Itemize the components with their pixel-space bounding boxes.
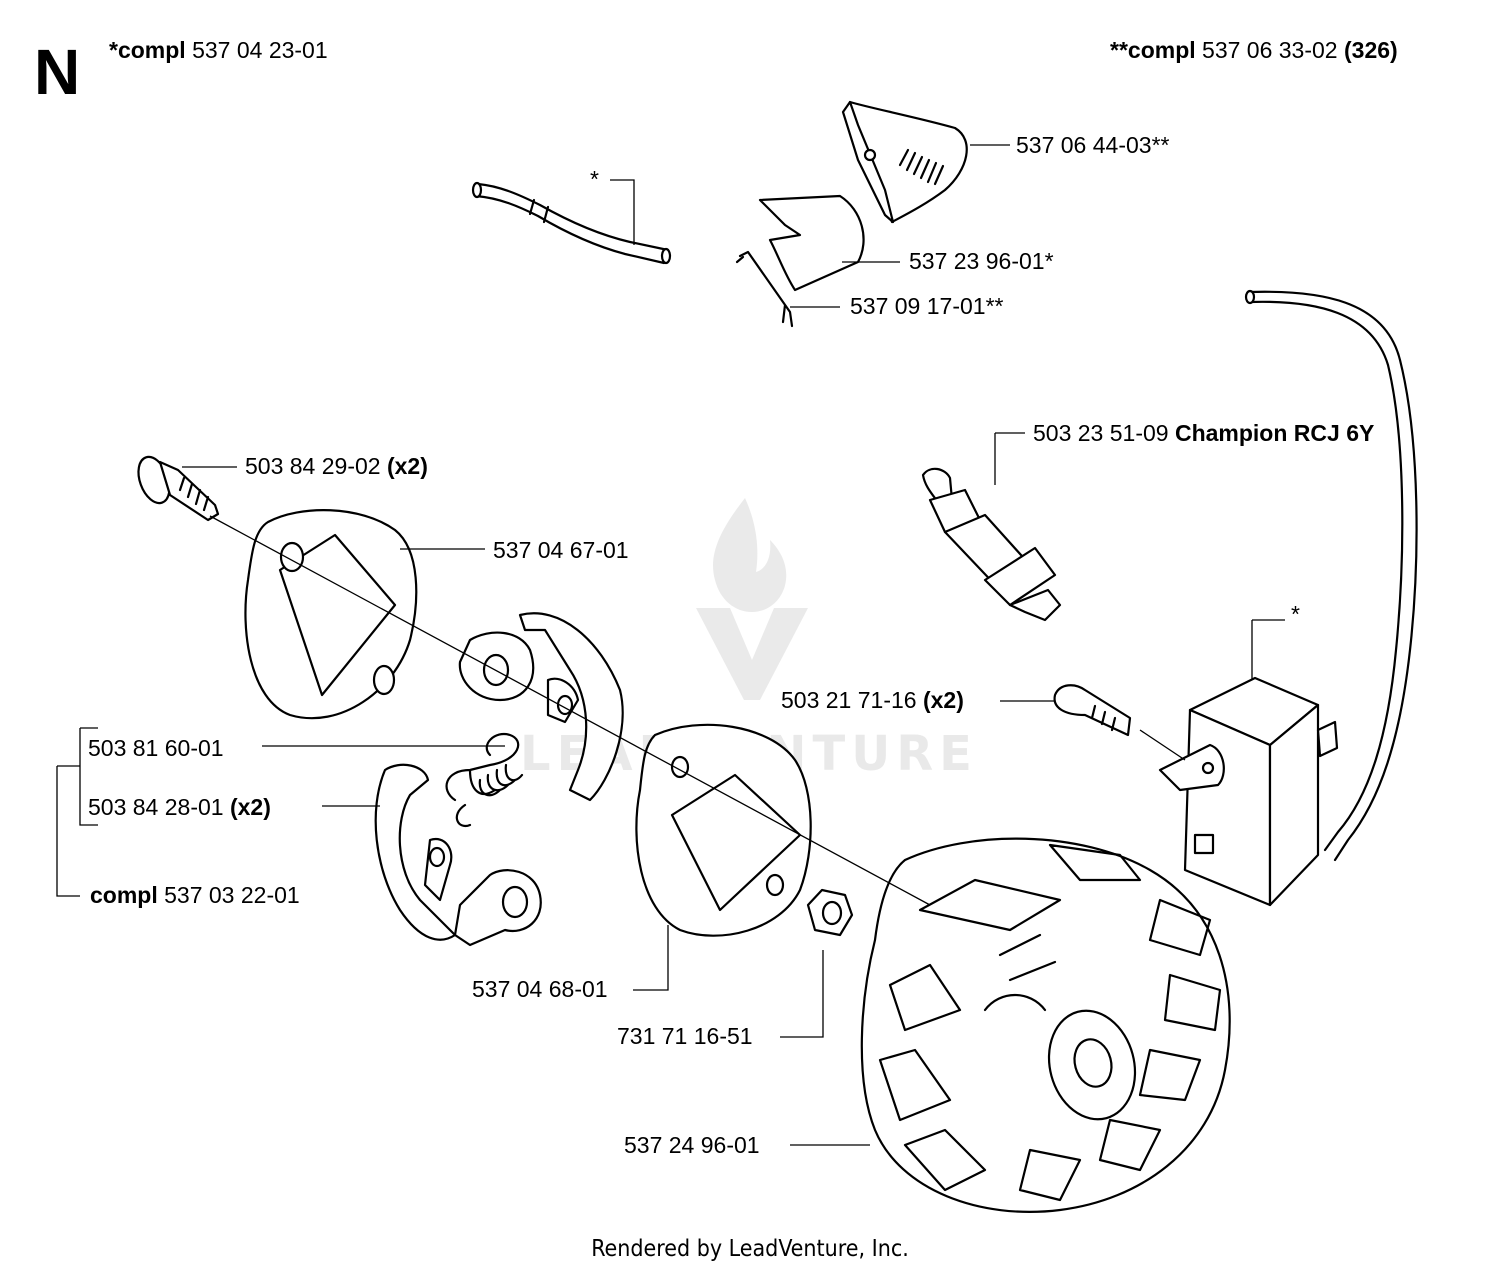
label-module-star: * (1291, 601, 1300, 627)
spark-plug-suffix: Champion RCJ 6Y (1174, 420, 1375, 446)
assembly-axis (209, 515, 1186, 906)
ignition-cable (1244, 289, 1418, 862)
header-right-number: 537 06 33-02 (1202, 37, 1338, 63)
bolt-suffix: (x2) (386, 453, 428, 479)
flywheel-part (860, 837, 1231, 1213)
label-shoe: 503 84 28-01 (x2) (88, 796, 271, 819)
label-plate: 537 23 96-01* (909, 248, 1054, 274)
rear-plate-part (635, 723, 812, 937)
label-wire: 537 09 17-01** (850, 293, 1004, 319)
fuel-hose (471, 181, 672, 265)
screw-part (1053, 684, 1132, 737)
section-letter: N (34, 36, 81, 108)
clutch-compl-number: 537 03 22-01 (164, 882, 300, 908)
clutch-compl-prefix: compl (90, 882, 158, 908)
clutch-shoe-lower (374, 763, 542, 947)
screw-suffix: (x2) (922, 687, 964, 713)
shoe-number: 503 84 28-01 (88, 794, 224, 820)
label-hose-star: * (590, 166, 599, 192)
clutch-shoe-upper (458, 612, 624, 802)
label-clutch-compl: compl 537 03 22-01 (90, 884, 300, 907)
screw-number: 503 21 71-16 (781, 687, 917, 713)
label-bolt: 503 84 29-02 (x2) (245, 455, 428, 478)
spark-plug-number: 503 23 51-09 (1033, 420, 1169, 446)
plate-part (758, 194, 865, 292)
leader-lines (56, 144, 1285, 1146)
spark-plug-part (921, 467, 1062, 622)
wire-part (735, 250, 794, 328)
label-screw: 503 21 71-16 (x2) (781, 689, 964, 712)
shoe-suffix: (x2) (229, 794, 271, 820)
header-left-compl: *compl 537 04 23-01 (109, 39, 328, 62)
label-rear-plate: 537 04 68-01 (472, 976, 608, 1002)
footer-credit: Rendered by LeadVenture, Inc. (591, 1236, 909, 1262)
label-flywheel: 537 24 96-01 (624, 1132, 760, 1158)
label-nut: 731 71 16-51 (617, 1023, 753, 1049)
ignition-module-part (1158, 676, 1339, 907)
bolt-number: 503 84 29-02 (245, 453, 381, 479)
cover-part (841, 100, 968, 224)
nut-part (806, 888, 854, 937)
header-right-compl: **compl 537 06 33-02 (326) (1110, 39, 1398, 62)
label-spark-plug: 503 23 51-09 Champion RCJ 6Y (1033, 422, 1374, 445)
header-right-suffix: (326) (1344, 37, 1398, 63)
header-left-prefix: *compl (109, 37, 186, 63)
header-left-number: 537 04 23-01 (192, 37, 328, 63)
label-washer-plate: 537 04 67-01 (493, 537, 629, 563)
label-spring: 503 81 60-01 (88, 735, 224, 761)
washer-plate-part (244, 509, 418, 720)
bolt-part (137, 455, 220, 522)
header-right-prefix: **compl (1110, 37, 1196, 63)
spring-part (445, 732, 524, 828)
label-cover: 537 06 44-03** (1016, 132, 1170, 158)
